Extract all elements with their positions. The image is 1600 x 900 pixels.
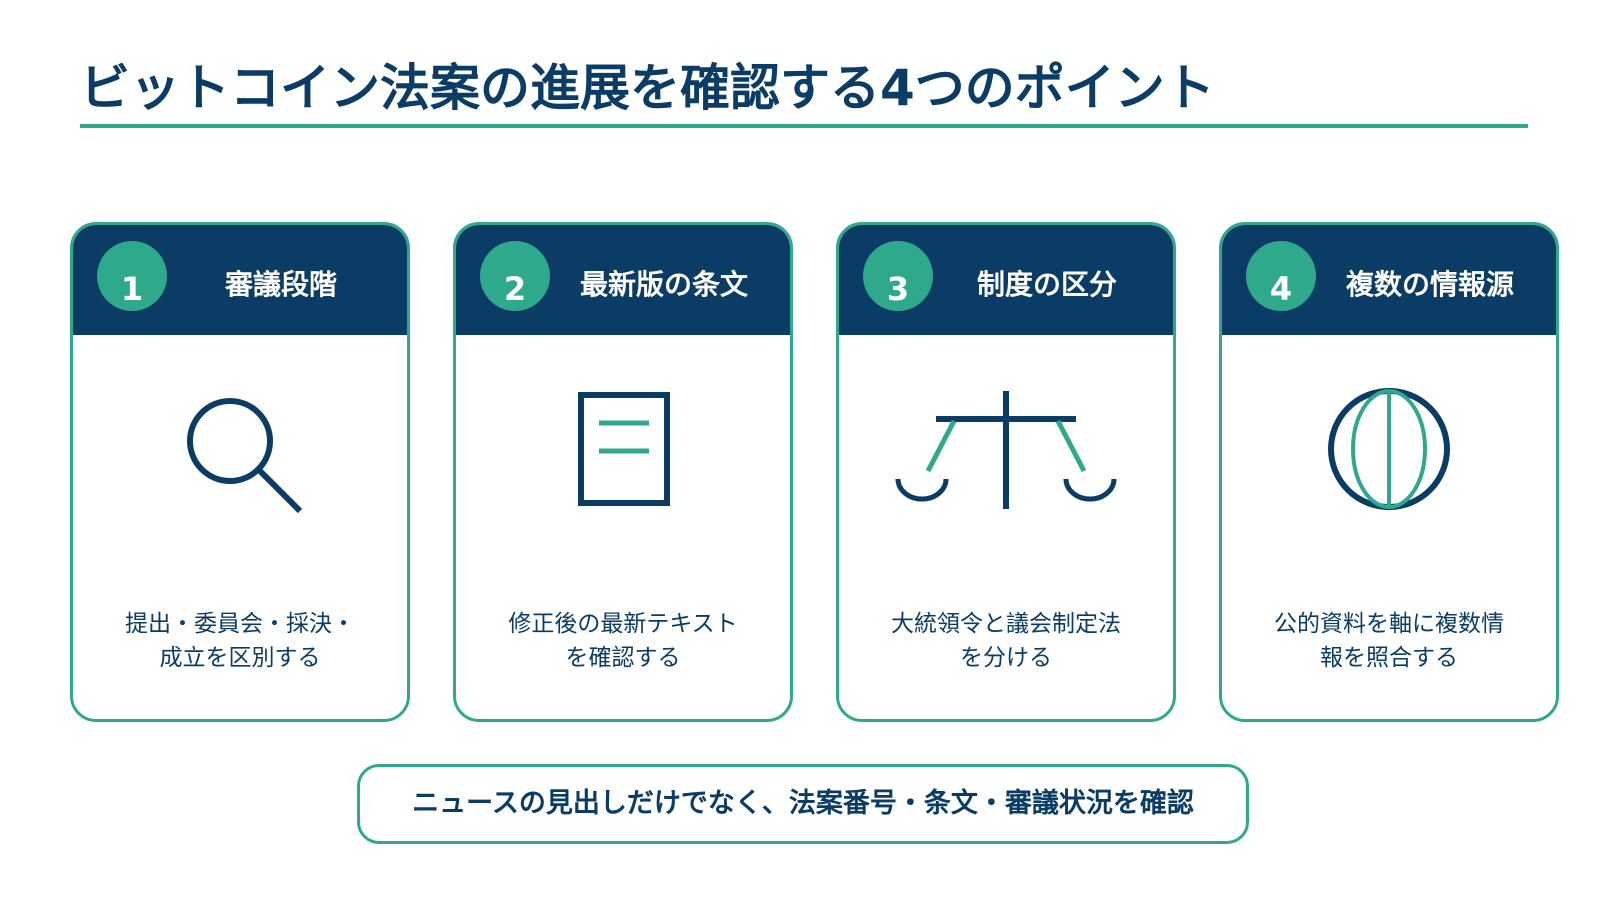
title-underline [80,124,1528,128]
point-card-4: 4 複数の情報源 公的資料を軸に複数情 報を照合する [1219,222,1559,722]
card-header: 4 複数の情報源 [1222,225,1556,335]
card-description: 大統領令と議会制定法 を分ける [891,611,1121,671]
card-description: 公的資料を軸に複数情 報を照合する [1274,611,1504,671]
card-title: 最新版の条文 [579,268,748,301]
step-number-badge: 1 [97,241,167,311]
document-icon [456,385,790,525]
card-title: 審議段階 [224,268,337,301]
point-card-3: 3 制度の区分 大統領令と議会制定法 を分ける [836,222,1176,722]
card-header: 3 制度の区分 [839,225,1173,335]
point-card-1: 1 審議段階 提出・委員会・採決・ 成立を区別する [70,222,410,722]
summary-note: ニュースの見出しだけでなく、法案番号・条文・審議状況を確認 [357,764,1249,844]
point-card-2: 2 最新版の条文 修正後の最新テキスト を確認する [453,222,793,722]
scales-icon [839,385,1173,525]
step-number-badge: 4 [1246,241,1316,311]
magnifier-icon [73,385,407,525]
card-description: 提出・委員会・採決・ 成立を区別する [125,611,355,671]
step-number-badge: 2 [480,241,550,311]
card-title: 制度の区分 [976,268,1117,301]
card-description: 修正後の最新テキスト を確認する [508,611,738,671]
card-header: 1 審議段階 [73,225,407,335]
card-title: 複数の情報源 [1345,268,1514,301]
step-number-badge: 3 [863,241,933,311]
card-header: 2 最新版の条文 [456,225,790,335]
page-title: ビットコイン法案の進展を確認する4つのポイント [80,59,1215,117]
globe-icon [1222,385,1556,525]
